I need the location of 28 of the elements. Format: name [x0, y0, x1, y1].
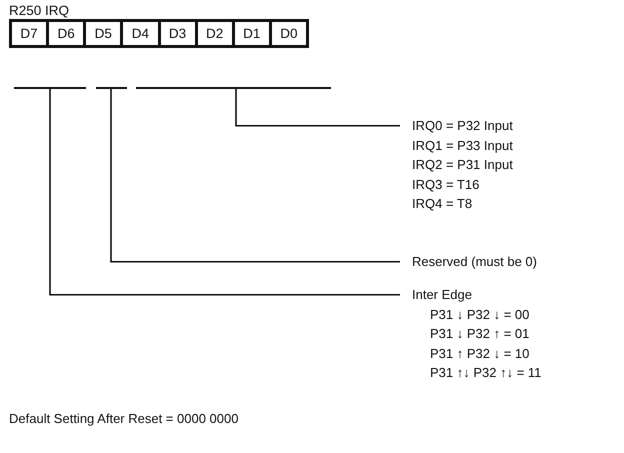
note-text: Default Setting After Reset = 0000 0000 — [9, 411, 238, 427]
description-text: IRQ1 = P33 Input — [412, 136, 513, 155]
description-text: IRQ2 = P31 Input — [412, 156, 513, 174]
bit-cell: D6 — [49, 22, 84, 45]
bit-cell: D0 — [272, 22, 306, 45]
bracket-line — [14, 87, 86, 89]
description-text: IRQ3 = T16 — [412, 176, 480, 194]
leader-line — [49, 88, 400, 296]
bit-cell: D5 — [86, 22, 120, 45]
bit-cell: D7 — [12, 22, 46, 45]
leader-line — [110, 88, 400, 263]
register-box — [9, 19, 309, 48]
description-text: P31 ↓ P32 ↑ = 01 — [429, 325, 530, 343]
description-text: P31 ↑↓ P32 ↑↓ = 11 — [429, 364, 542, 382]
description-text: P31 ↑ P32 ↓ = 10 — [429, 344, 530, 362]
bit-cell: D4 — [123, 22, 158, 45]
bracket-line — [96, 87, 127, 89]
register-title: R250 IRQ — [9, 3, 70, 19]
leader-line — [235, 88, 400, 127]
heading-text: Inter Edge — [412, 286, 472, 304]
description-text: IRQ4 = T8 — [412, 195, 472, 213]
bit-cell: D1 — [234, 22, 269, 45]
description-text: IRQ0 = P32 Input — [412, 117, 513, 135]
bit-cell: D2 — [198, 22, 232, 45]
bit-cell: D3 — [160, 22, 195, 45]
description-text: Reserved (must be 0) — [412, 252, 537, 272]
description-text: P31 ↓ P32 ↓ = 00 — [429, 306, 530, 324]
bracket-line — [136, 87, 331, 89]
